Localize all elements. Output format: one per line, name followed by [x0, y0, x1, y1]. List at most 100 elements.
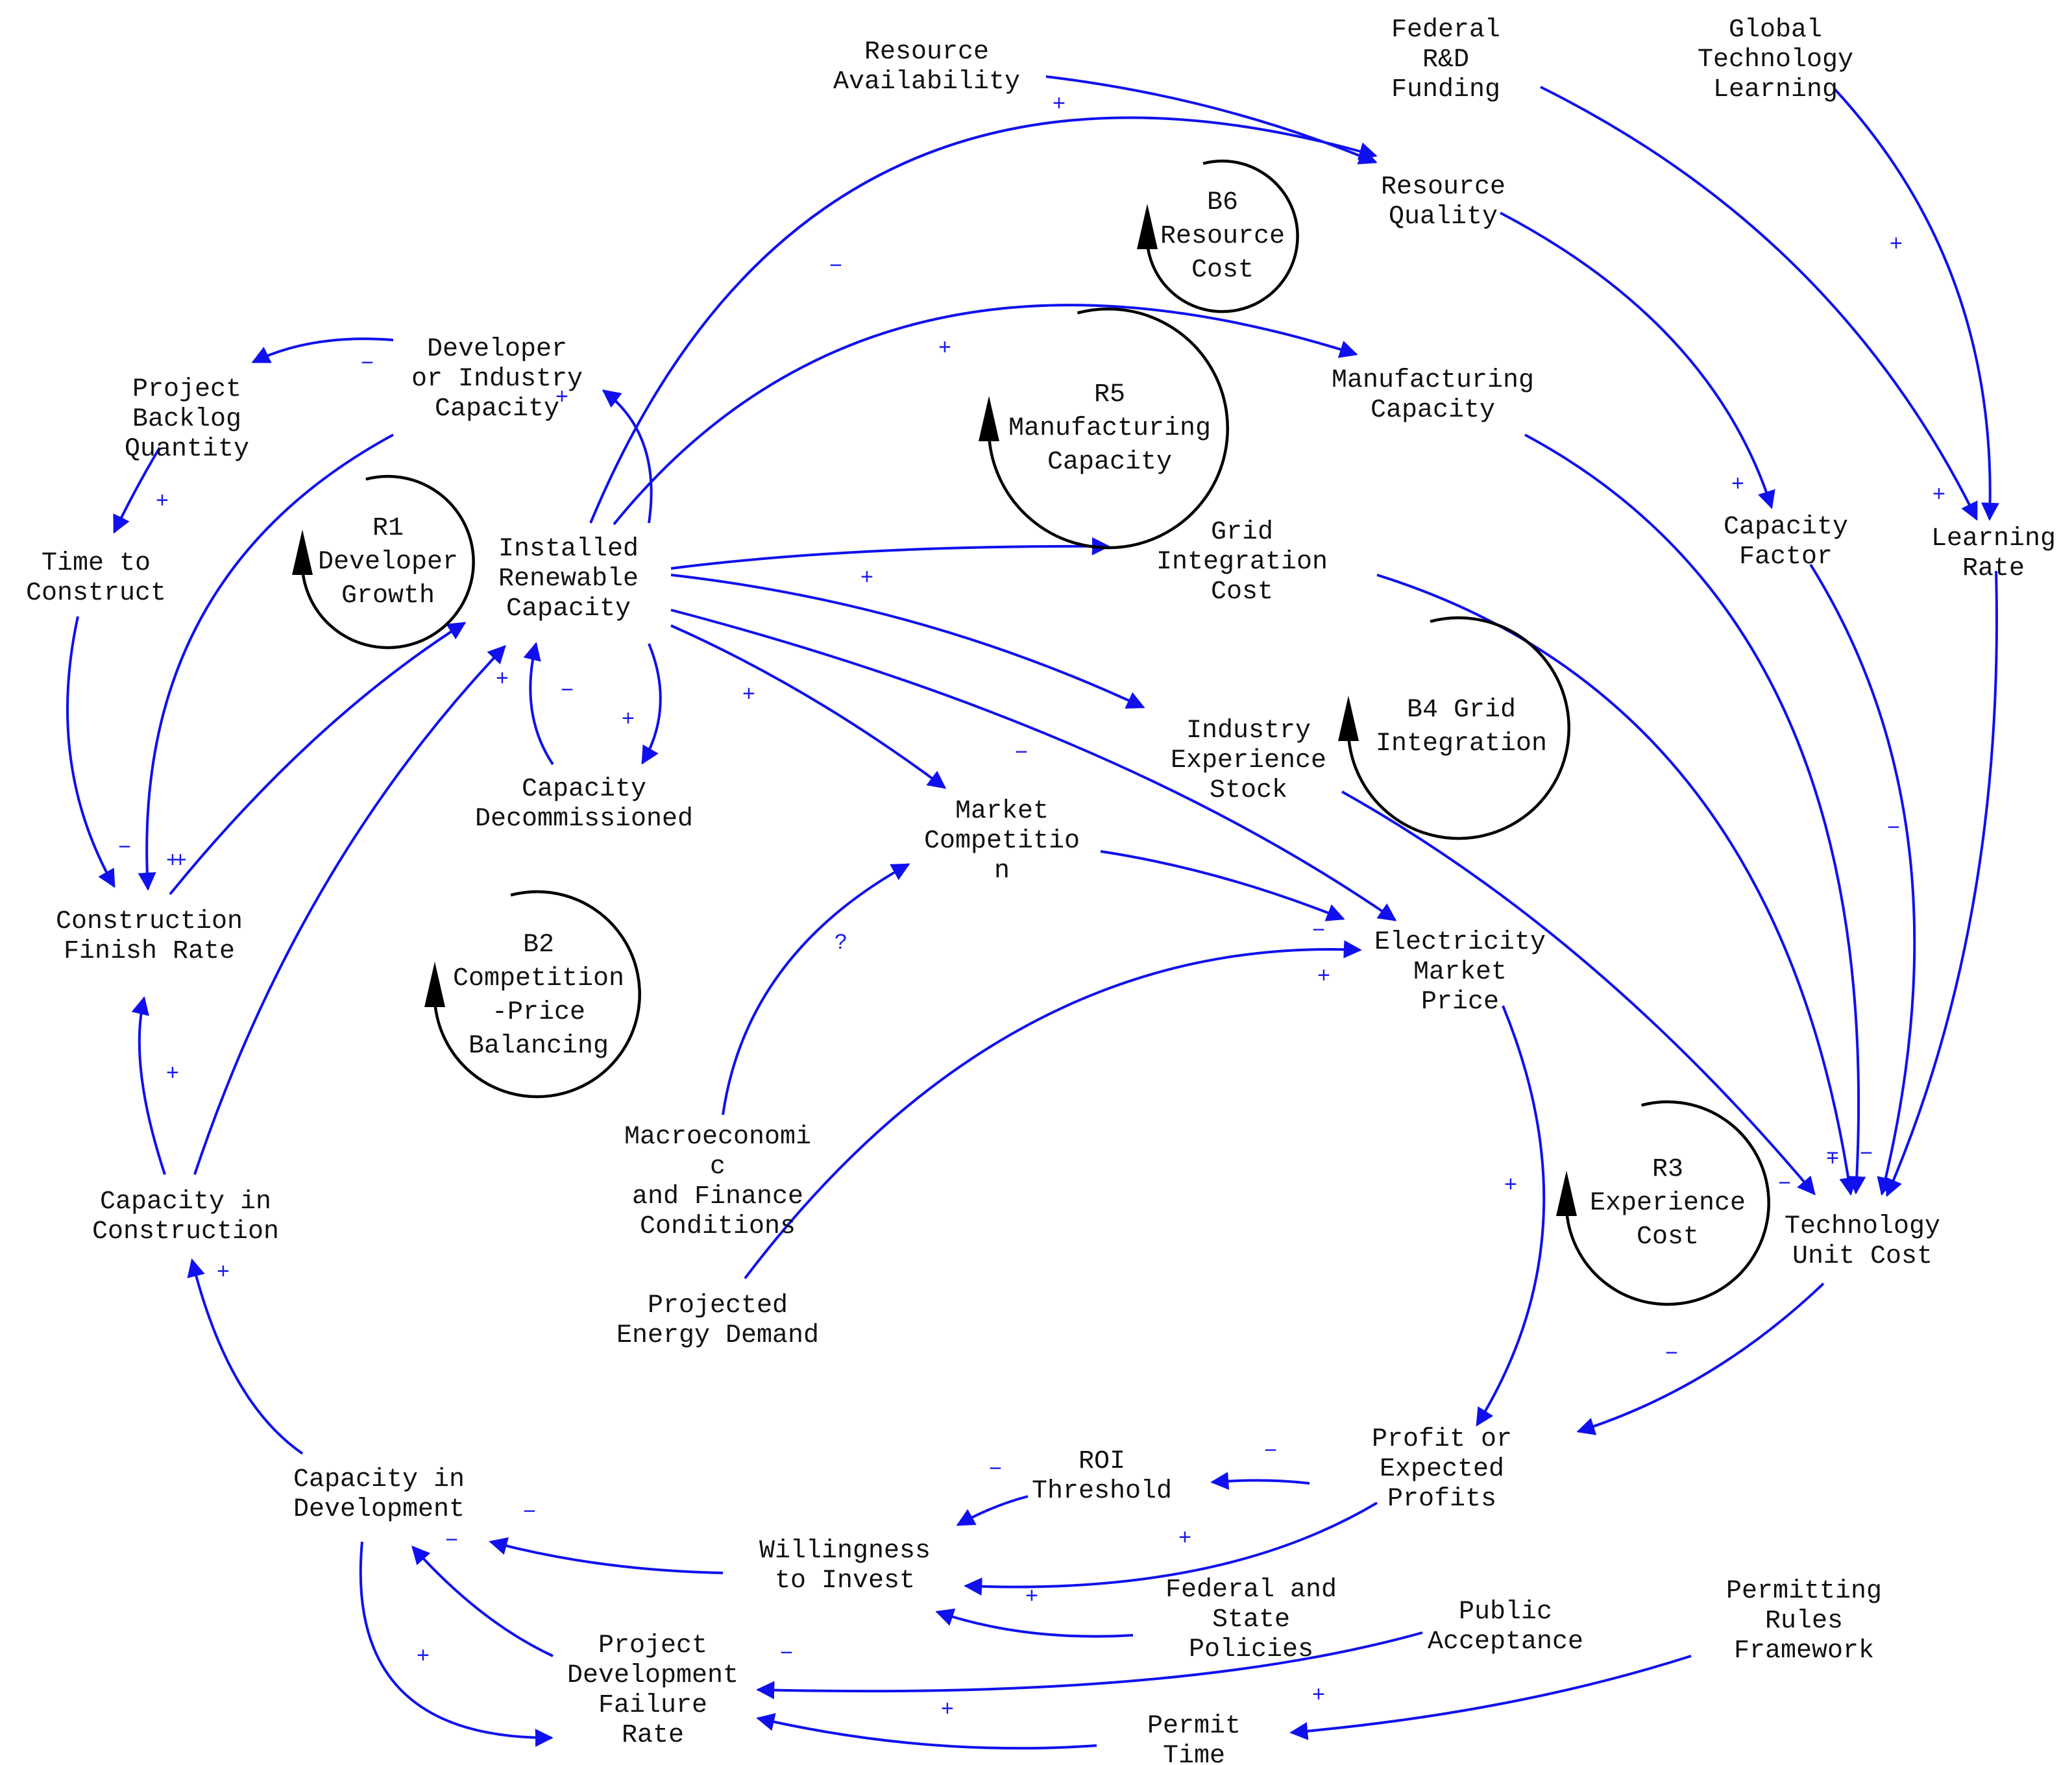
node-label-line: Stock	[1210, 776, 1287, 805]
node-label-line: ROI	[1079, 1447, 1125, 1476]
node-label-line: Capacity	[435, 395, 559, 424]
polarity-sign: +	[1053, 93, 1066, 117]
links-layer	[66, 75, 1999, 1750]
loop-label-line: Resource	[1160, 222, 1285, 251]
node-label-line: Market	[955, 797, 1049, 826]
link-installed-capacity-to-market-competition	[670, 624, 947, 789]
polarity-sign: −	[1312, 919, 1325, 944]
polarity-sign: +	[622, 708, 635, 733]
node-label-line: Resource	[864, 38, 989, 67]
link-capacity-factor-to-technology-unit-cost	[1809, 563, 1916, 1196]
polarity-sign: +	[1312, 1684, 1325, 1709]
node-label-line: Global	[1729, 16, 1822, 45]
loop-label-line: Cost	[1191, 256, 1254, 285]
loop-arc-b6	[1145, 159, 1299, 313]
polarity-sign: +	[1504, 1174, 1517, 1199]
polarity-sign: +	[174, 849, 187, 874]
link-developer-capacity-to-construction-finish-rate	[138, 433, 394, 891]
node-label-line: Threshold	[1032, 1477, 1172, 1506]
node-label-line: Resource	[1381, 173, 1505, 202]
node-label-line: Expected	[1380, 1455, 1504, 1484]
node-label-line: Developer	[427, 335, 567, 364]
link-roi-threshold-to-willingness-to-invest	[956, 1495, 1029, 1526]
polarity-sign: +	[1890, 233, 1903, 258]
node-label-line: Rate	[1962, 554, 2025, 583]
polarity-sign: +	[166, 1062, 179, 1087]
link-capacity-in-development-to-project-failure-rate	[359, 1541, 554, 1747]
polarity-sign: −	[1887, 817, 1900, 842]
node-label-line: Rate	[622, 1721, 684, 1750]
node-label-line: Factor	[1739, 542, 1833, 572]
node-label-line: Willingness	[759, 1537, 931, 1566]
loop-arrowhead-b2	[424, 962, 445, 1007]
node-label-line: Permit	[1147, 1712, 1241, 1741]
link-macro-conditions-to-market-competition	[722, 863, 910, 1115]
node-label-line: Capacity in	[100, 1187, 271, 1217]
node-label-line: Failure	[598, 1691, 707, 1720]
node-label-line: Development	[293, 1495, 465, 1524]
node-label-line: Integration	[1156, 548, 1328, 577]
link-installed-capacity-to-industry-experience	[670, 574, 1145, 709]
node-label-line: Market	[1413, 958, 1507, 987]
node-label-line: Finish Rate	[64, 937, 235, 966]
node-label-line: Availability	[833, 67, 1020, 97]
link-resource-quality-to-capacity-factor	[1500, 212, 1775, 509]
polarity-sign: −	[1778, 1173, 1791, 1197]
node-label-line: n	[994, 857, 1010, 886]
loop-arc-r1	[300, 474, 475, 650]
node-label-line: Unit Cost	[1792, 1242, 1932, 1271]
link-learning-rate-to-technology-unit-cost	[1885, 570, 1998, 1197]
node-label-line: Federal	[1391, 16, 1500, 45]
polarity-sign: +	[938, 337, 951, 361]
polarity-sign: −	[445, 1529, 458, 1554]
node-label-line: Renewable	[498, 565, 639, 594]
link-industry-experience-to-technology-unit-cost	[1341, 790, 1816, 1196]
polarity-sign: +	[496, 668, 509, 692]
node-label-line: Federal and	[1165, 1576, 1337, 1605]
loop-arc-r3	[1565, 1100, 1770, 1306]
node-label-line: and Finance	[632, 1182, 803, 1211]
node-label-line: Grid	[1211, 518, 1273, 547]
loop-arc-b4	[1347, 616, 1570, 840]
link-permit-time-to-project-failure-rate	[756, 1712, 1097, 1750]
node-label-line: Policies	[1189, 1635, 1313, 1664]
node-label-line: Price	[1421, 988, 1499, 1017]
loop-label-line: R3	[1652, 1155, 1683, 1184]
loop-label-line: -Price	[492, 998, 585, 1027]
node-label-line: Backlog	[132, 405, 241, 434]
node-label-line: Competitio	[924, 827, 1080, 856]
link-capacity-decommissioned-to-installed-capacity	[523, 642, 554, 766]
link-technology-unit-cost-to-profit	[1576, 1282, 1825, 1435]
polarity-sign: −	[118, 836, 131, 861]
polarity-sign: +	[1178, 1527, 1191, 1552]
polarity-sign: +	[1025, 1585, 1038, 1610]
link-project-backlog-to-time-to-construct	[113, 446, 161, 534]
polarity-sign: +	[1932, 483, 1945, 508]
link-capacity-in-construction-to-construction-finish-rate	[131, 996, 166, 1175]
loop-arc-r5	[987, 307, 1229, 550]
node-label-line: State	[1212, 1605, 1290, 1635]
node-label-line: Energy Demand	[616, 1321, 819, 1350]
